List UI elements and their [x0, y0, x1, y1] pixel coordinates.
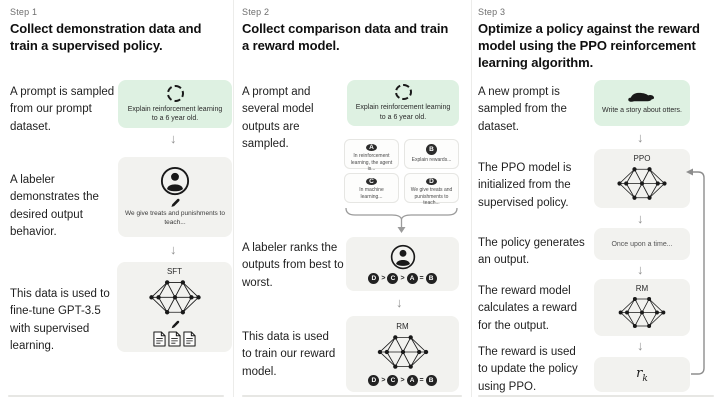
step2-train-label: This data is used to train our reward mo…: [242, 331, 336, 378]
step2-prompt-text: Explain reinforcement learning to a 6 ye…: [355, 104, 451, 121]
reward-subscript: k: [642, 374, 648, 385]
step3-rm-box: RM: [594, 279, 690, 336]
step2-labeler-box: D > C > A = B: [346, 237, 459, 291]
step2-label: Step 2: [242, 7, 270, 17]
step2-prompt-box: Explain reinforcement learning to a 6 ye…: [347, 80, 459, 126]
rank-item: D: [368, 273, 380, 284]
step1-labeler-caption: We give treats and punishments to teach.…: [125, 210, 225, 226]
step2-title: Collect comparison data and train a rewa…: [242, 21, 449, 53]
rm-label: RM: [396, 322, 409, 331]
step1-title: Collect demonstration data and train a s…: [10, 21, 202, 53]
step3-ppo-box: PPO: [594, 149, 690, 208]
step1-labeler-box: We give treats and punishments to teach.…: [118, 157, 232, 237]
step3-output-box: Once upon a time...: [594, 228, 690, 260]
bottom-divider: [8, 395, 224, 397]
dashed-circle-icon: [166, 84, 184, 102]
down-arrow-icon: [637, 212, 644, 225]
neural-network-icon: [617, 167, 667, 200]
dashed-circle-icon: [394, 84, 412, 101]
step2-prompt-label: A prompt and several model outputs are s…: [242, 86, 314, 150]
output-text: Explain rewards...: [411, 157, 452, 163]
rank-separator: =: [419, 275, 424, 282]
step3-reward-box: rk: [594, 357, 690, 392]
step3-title: Optimize a policy against the reward mod…: [478, 21, 700, 70]
bottom-divider: [242, 395, 462, 397]
down-arrow-icon: [637, 131, 644, 144]
rank-separator: >: [381, 377, 386, 384]
step3-prompt-label: A new prompt is sampled from the dataset…: [478, 86, 567, 133]
rank-separator: >: [400, 275, 405, 282]
ranking-row: D > C > A = B: [368, 375, 437, 386]
output-text: We give treats and punishments to teach.…: [410, 187, 453, 206]
output-letter-badge: C: [366, 178, 377, 185]
bottom-divider: [478, 395, 714, 397]
rank-item: A: [406, 273, 418, 284]
rank-separator: =: [419, 377, 424, 384]
step3-prompt-box: Write a story about otters.: [594, 80, 690, 126]
otter-icon: [628, 93, 655, 102]
step3-reward-calc-label: The reward model calculates a reward for…: [478, 285, 578, 332]
person-icon: [160, 167, 190, 196]
step3-update-label: The reward is used to update the policy …: [478, 346, 578, 393]
rm-label: RM: [635, 284, 649, 293]
step3-label: Step 3: [478, 7, 506, 17]
pencil-icon: [171, 320, 179, 329]
down-arrow-icon: [637, 263, 644, 276]
rank-item: C: [387, 273, 399, 284]
output-letter-badge: D: [426, 178, 437, 185]
column-divider: [233, 0, 234, 397]
output-box-b: B Explain rewards...: [404, 139, 459, 169]
output-letter-badge: B: [426, 144, 437, 155]
sft-label: SFT: [166, 267, 183, 276]
pencil-icon: [171, 198, 180, 208]
rank-item: B: [425, 375, 437, 386]
step2-rank-label: A labeler ranks the outputs from best to…: [242, 242, 344, 289]
rank-separator: >: [381, 275, 386, 282]
neural-network-icon: [148, 280, 201, 315]
step1-labeler-label: A labeler demonstrates the desired outpu…: [10, 174, 99, 238]
step1-sft-box: SFT: [117, 262, 232, 352]
rank-item: D: [368, 375, 380, 386]
rank-item: B: [425, 273, 437, 284]
column-divider: [471, 0, 472, 397]
neural-network-icon: [618, 296, 666, 329]
output-text: In machine learning...: [359, 187, 384, 200]
reward-value: rk: [636, 364, 648, 384]
down-arrow-icon: [637, 339, 644, 352]
step3-prompt-text: Write a story about otters.: [601, 107, 682, 115]
step1-prompt-text: Explain reinforcement learning to a 6 ye…: [127, 105, 223, 122]
output-box-d: D We give treats and punishments to teac…: [404, 173, 459, 206]
person-icon: [390, 244, 415, 270]
output-letter-badge: A: [366, 144, 377, 151]
step1-finetune-label: This data is used to fine-tune GPT-3.5 w…: [10, 288, 110, 352]
rank-separator: >: [400, 377, 405, 384]
ranking-row: D > C > A = B: [368, 273, 437, 284]
step1-label: Step 1: [10, 7, 38, 17]
reward-symbol: r: [636, 366, 643, 382]
ppo-label: PPO: [633, 154, 651, 163]
step2-rm-box: RM D > C > A = B: [346, 316, 459, 392]
step3-output-text: Once upon a time...: [611, 240, 673, 248]
rank-item: A: [406, 375, 418, 386]
output-text: In reinforcement learning, the agent is.…: [350, 153, 393, 172]
down-arrow-icon: [170, 243, 177, 256]
output-box-c: C In machine learning...: [344, 173, 399, 203]
documents-icon: [153, 331, 196, 347]
step3-generate-label: The policy generates an output.: [478, 237, 585, 267]
down-arrow-icon: [396, 296, 403, 309]
step1-prompt-box: Explain reinforcement learning to a 6 ye…: [118, 80, 232, 128]
down-arrow-icon: [170, 132, 177, 145]
step1-prompt-label: A prompt is sampled from our prompt data…: [10, 86, 115, 133]
curly-brace-icon: [345, 207, 458, 233]
step3-init-label: The PPO model is initialized from the su…: [478, 162, 572, 209]
output-box-a: A In reinforcement learning, the agent i…: [344, 139, 399, 172]
neural-network-icon: [377, 335, 428, 369]
rank-item: C: [387, 375, 399, 386]
